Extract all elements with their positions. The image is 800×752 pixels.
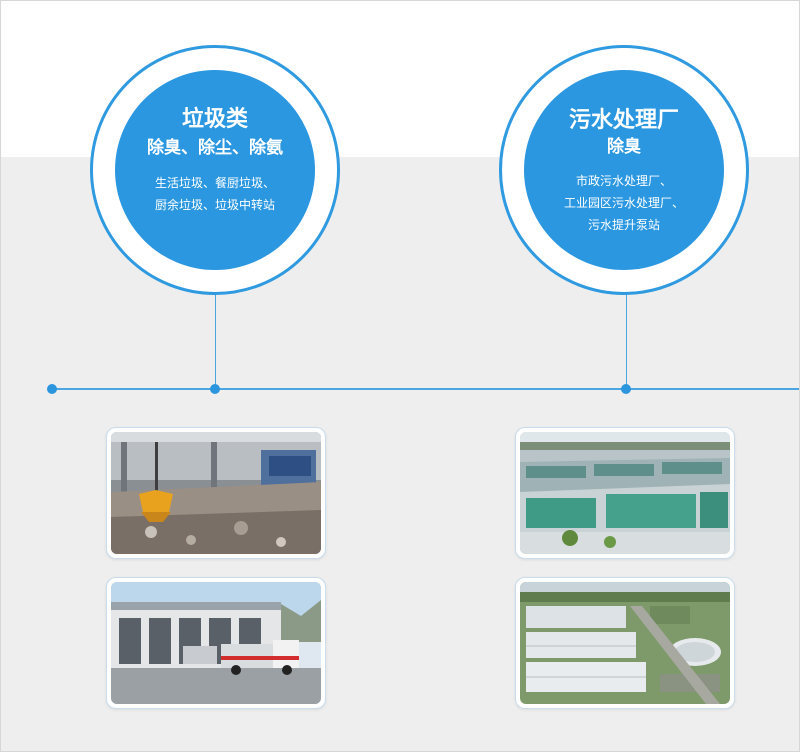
sewage-plant-aerial-image xyxy=(520,582,730,704)
timeline-start-dot xyxy=(47,384,57,394)
waste-category-desc-line-2: 厨余垃圾、垃圾中转站 xyxy=(154,198,275,212)
waste-pit-grab-crane-image xyxy=(111,432,321,554)
waste-station-photo xyxy=(106,577,326,709)
waste-category-desc-line-1: 生活垃圾、餐厨垃圾、 xyxy=(154,176,275,190)
sewage-category-circle: 污水处理厂 除臭 市政污水处理厂、 工业园区污水处理厂、 污水提升泵站 xyxy=(499,45,749,295)
sewage-category-desc-line-1: 市政污水处理厂、 xyxy=(575,174,672,188)
waste-category-circle: 垃圾类 除臭、除尘、除氨 生活垃圾、餐厨垃圾、 厨余垃圾、垃圾中转站 xyxy=(90,45,340,295)
sewage-category-title: 污水处理厂 xyxy=(568,108,679,133)
sewage-category-desc-line-3: 污水提升泵站 xyxy=(587,218,660,232)
waste-category-disk: 垃圾类 除臭、除尘、除氨 生活垃圾、餐厨垃圾、 厨余垃圾、垃圾中转站 xyxy=(115,70,315,270)
waste-transfer-station-image xyxy=(111,582,321,704)
timeline-dot-waste xyxy=(210,384,220,394)
sewage-treatment-tanks-image xyxy=(520,432,730,554)
timeline-line xyxy=(52,388,800,390)
connector-line-sewage xyxy=(626,293,627,390)
connector-line-waste xyxy=(215,293,216,390)
sewage-category-subtitle: 除臭 xyxy=(607,137,641,157)
waste-category-title: 垃圾类 xyxy=(181,107,248,132)
waste-pit-photo xyxy=(106,427,326,559)
sewage-category-disk: 污水处理厂 除臭 市政污水处理厂、 工业园区污水处理厂、 污水提升泵站 xyxy=(524,70,724,270)
waste-category-subtitle: 除臭、除尘、除氨 xyxy=(147,138,283,158)
timeline-dot-sewage xyxy=(621,384,631,394)
sewage-tanks-photo xyxy=(515,427,735,559)
sewage-aerial-photo xyxy=(515,577,735,709)
sewage-category-desc-line-2: 工业园区污水处理厂、 xyxy=(563,196,684,210)
